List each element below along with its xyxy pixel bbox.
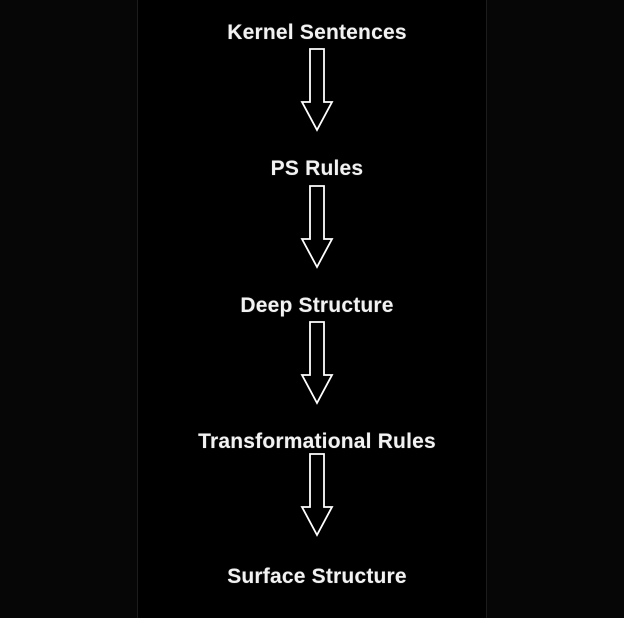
- left-letterbox-bar: [0, 0, 138, 618]
- down-arrow-icon: [300, 48, 334, 132]
- flow-step-ps-rules: PS Rules: [270, 157, 364, 180]
- flow-step-kernel-sentences: Kernel Sentences: [227, 21, 407, 44]
- down-arrow-icon: [300, 185, 334, 269]
- flow-step-deep-structure: Deep Structure: [240, 294, 394, 317]
- flow-step-transformational-rules: Transformational Rules: [198, 430, 436, 453]
- down-arrow-icon: [300, 453, 334, 537]
- down-arrow-icon: [300, 321, 334, 405]
- right-letterbox-bar: [486, 0, 624, 618]
- flow-step-surface-structure: Surface Structure: [227, 565, 407, 588]
